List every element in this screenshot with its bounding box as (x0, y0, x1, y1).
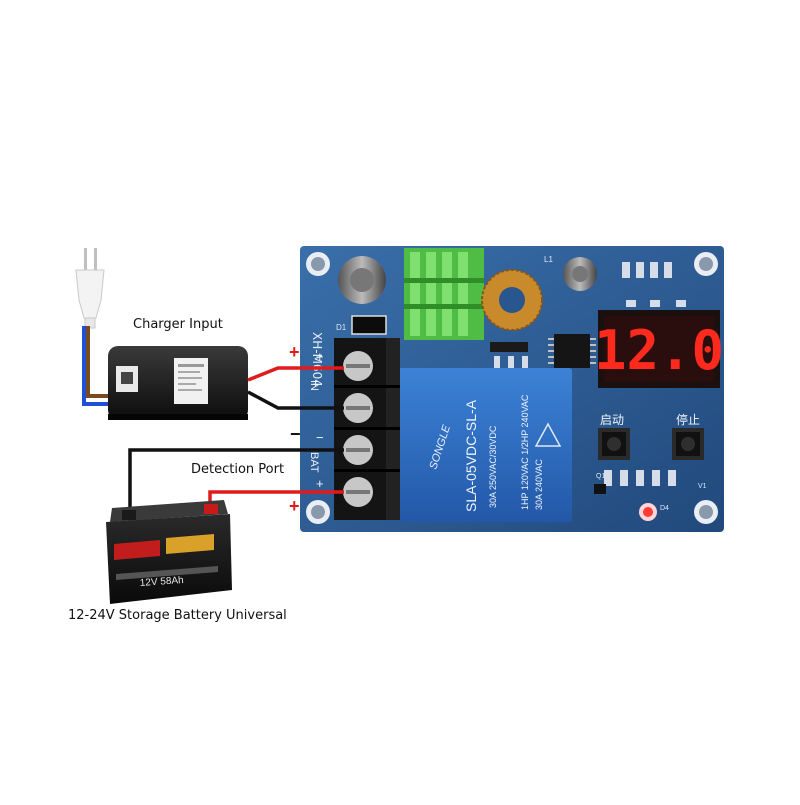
capacitor (338, 256, 386, 304)
board-model-label: XH-M604 (310, 332, 324, 387)
plus-sign-charger: + (289, 342, 300, 362)
d1-ref: D1 (336, 323, 347, 332)
header-pins (490, 342, 528, 352)
push-button-icon (598, 428, 704, 460)
relay-spec-3: 30A 240VAC (534, 459, 544, 510)
v1-ref: V1 (698, 483, 707, 490)
battery-caption: 12-24V Storage Battery Universal (68, 608, 287, 623)
diode-d1 (351, 315, 387, 335)
display-readout: 12.0 (594, 319, 724, 382)
inductor-l1 (481, 269, 543, 331)
terminal-bat-label: BAT (308, 452, 320, 473)
q1-ref: Q1 (596, 473, 605, 480)
relay-spec-1: 30A 250VAC/30VDC (488, 425, 498, 508)
terminal-minus-bottom: − (316, 430, 324, 445)
relay-model: SLA-05VDC-SL-A (463, 399, 479, 512)
terminal-block (334, 338, 400, 520)
relay-spec-2: 1HP 120VAC 1/2HP 240VAC (520, 394, 530, 510)
terminal-plus-top: + (316, 349, 324, 364)
capacitor-small (563, 257, 597, 291)
minus-sign-charger: − (290, 424, 301, 444)
charger-input-label: Charger Input (133, 317, 223, 332)
ac-plug-icon (75, 248, 105, 329)
start-button-label: 启动 (600, 413, 624, 427)
l1-ref: L1 (544, 255, 553, 264)
mounting-holes (306, 252, 718, 524)
wire-charger-negative (247, 390, 344, 410)
wire-battery-negative (128, 448, 344, 518)
battery-capacity: 12V 58Ah (139, 575, 184, 589)
power-adapter-icon (108, 346, 248, 420)
terminal-screws (343, 351, 373, 507)
plus-sign-battery: + (289, 496, 300, 516)
stop-button-label: 停止 (676, 412, 700, 427)
heatsink (404, 248, 484, 340)
smd-components (494, 262, 686, 486)
transistor-q1 (594, 484, 606, 494)
led-d4 (639, 503, 657, 521)
lcd-display-icon: 12.0 (594, 310, 724, 388)
terminal-in-label: IN (308, 380, 320, 391)
detection-port-label: Detection Port (191, 462, 285, 477)
wire-charger-positive (247, 366, 344, 382)
mains-cord (82, 326, 110, 406)
terminal-plus-bottom: + (316, 476, 324, 491)
charging-control-board: XH-M604 D1 L1 (300, 246, 724, 532)
battery-icon (106, 500, 232, 604)
ic-chip (548, 334, 596, 368)
d4-ref: D4 (660, 505, 669, 512)
relay-icon: SONGLE SLA-05VDC-SL-A 30A 250VAC/30VDC 1… (398, 368, 572, 522)
